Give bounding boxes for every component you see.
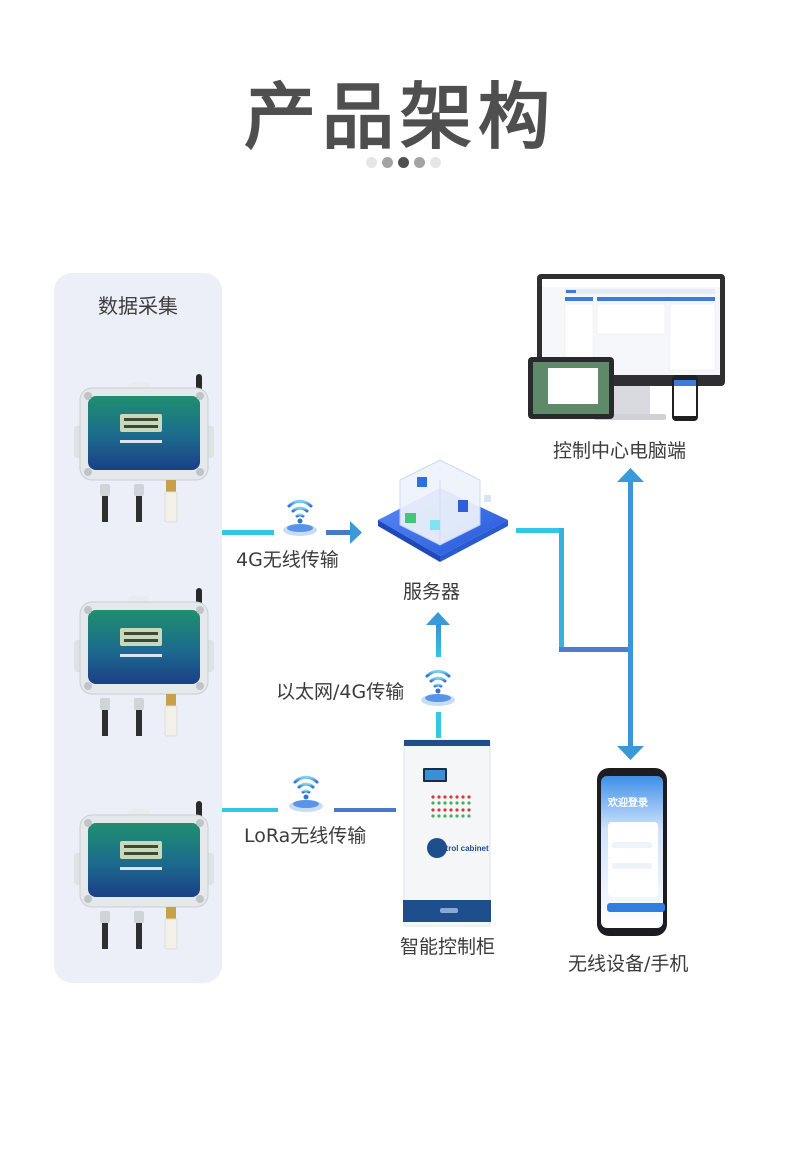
link-ethernet-line: [426, 612, 450, 738]
link-4g-line: [222, 521, 362, 544]
pager-dots: [366, 157, 441, 168]
wifi-lora-icon: [287, 775, 325, 814]
link-lora-line: [222, 808, 396, 812]
mobile-label: 无线设备/手机: [568, 953, 689, 975]
server-icon: [378, 459, 508, 562]
control-center-image: [528, 274, 725, 421]
wifi-ethernet-icon: [419, 669, 457, 708]
mobile-screen-title: 欢迎登录: [607, 796, 648, 809]
wifi-4g-icon: [281, 499, 319, 538]
pager-dot: [366, 157, 377, 168]
link-server-output-line: [516, 468, 644, 760]
sensor-collector-2-image: [73, 587, 215, 737]
pager-dot: [398, 157, 409, 168]
mobile-phone-image: [597, 768, 667, 936]
cabinet-brand-text: Control cabinet: [430, 844, 489, 853]
server-label: 服务器: [403, 581, 461, 603]
control-center-label: 控制中心电脑端: [553, 440, 687, 462]
link-ethernet-label: 以太网/4G传输: [276, 681, 405, 703]
data-collection-title: 数据采集: [98, 294, 178, 318]
pager-dot: [430, 157, 441, 168]
link-4g-label: 4G无线传输: [236, 549, 339, 571]
page-title: 产品架构: [243, 75, 556, 159]
sensor-collector-1-image: [73, 373, 215, 523]
sensor-collector-3-image: [73, 800, 215, 950]
control-cabinet-label: 智能控制柜: [400, 936, 496, 958]
pager-dot: [382, 157, 393, 168]
link-lora-label: LoRa无线传输: [244, 825, 367, 847]
control-cabinet-image: [403, 739, 491, 927]
pager-dot: [414, 157, 425, 168]
